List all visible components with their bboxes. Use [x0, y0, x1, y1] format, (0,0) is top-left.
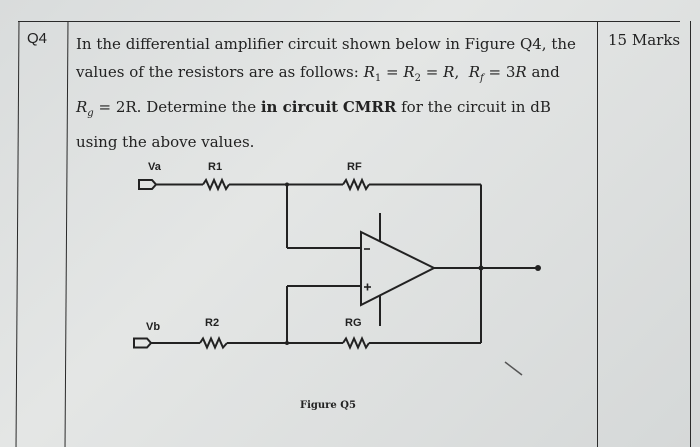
rg-resistor-icon: [342, 336, 370, 350]
question-line-3: Rg = 2R. Determine the in circuit CMRR f…: [76, 98, 551, 119]
question-marks: 15 Marks: [608, 31, 681, 49]
label-va: Va: [148, 161, 161, 173]
rf-resistor-icon: [342, 177, 370, 192]
label-r1: R1: [208, 161, 223, 173]
output-terminal-dot: [535, 265, 541, 271]
question-text: In the differential amplifier circuit sh…: [76, 30, 596, 156]
label-rg: RG: [345, 317, 362, 329]
question-line-2: values of the resistors are as follows: …: [76, 63, 560, 84]
r1-resistor-icon: [202, 177, 230, 192]
table-right-border: [690, 21, 691, 447]
label-r2: R2: [205, 317, 220, 329]
question-line-4: using the above values.: [76, 133, 255, 151]
va-terminal-icon: [138, 179, 158, 190]
bold-cmrr: CMRR: [342, 98, 397, 116]
table-divider-marks: [597, 21, 598, 447]
question-number: Q4: [27, 30, 48, 47]
label-rf: RF: [347, 161, 362, 173]
junction-dot-top: [285, 182, 289, 187]
junction-dot-output: [478, 265, 484, 271]
bold-in-circuit: in circuit: [260, 98, 339, 116]
figure-caption: Figure Q5: [300, 400, 356, 411]
label-vb: Vb: [146, 321, 161, 333]
junction-dot-bottom: [285, 341, 289, 345]
op-amp-icon: [360, 230, 437, 307]
vb-terminal-icon: [133, 337, 153, 349]
r2-resistor-icon: [199, 336, 228, 350]
question-line-1: In the differential amplifier circuit sh…: [76, 35, 576, 53]
table-top-border: [18, 21, 680, 22]
